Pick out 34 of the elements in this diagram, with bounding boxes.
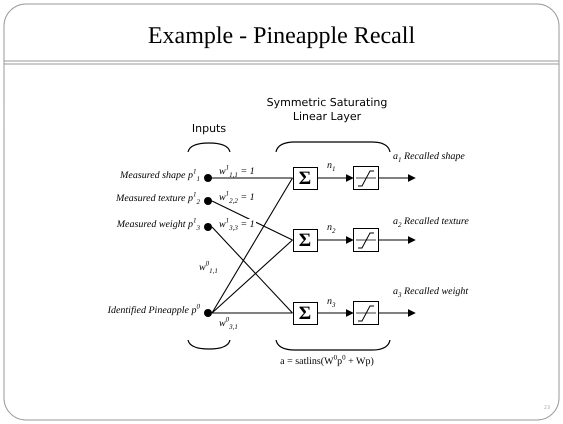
connector-line [212, 312, 292, 314]
input-label: Identified Pineapple p$^{0}$ [108, 305, 200, 317]
edge-label: w$^{1}$$_{1,1}$ = 1 [218, 166, 256, 177]
summation-box: Σ [292, 166, 318, 190]
formula: a = satlins(W$^{0}$p$^{0}$ + Wp) [279, 355, 375, 368]
edge-label: n$_{1}$ [326, 160, 336, 171]
transfer-function-box [353, 166, 379, 190]
input-dot [204, 309, 212, 317]
input-dot [204, 223, 212, 231]
input-dot [204, 174, 212, 182]
group-label: Inputs [190, 122, 228, 136]
input-dot [204, 197, 212, 205]
connector-line [212, 178, 293, 314]
connector-line [212, 200, 293, 240]
arrow [318, 174, 354, 182]
connector-line [212, 177, 292, 179]
edge-label: n$_{3}$ [326, 296, 336, 307]
arrow [318, 236, 354, 244]
transfer-function-box [353, 301, 379, 325]
arrow [379, 236, 416, 244]
summation-box: Σ [292, 228, 318, 252]
edge-label: w$^{1}$$_{2,2}$ = 1 [218, 192, 256, 203]
edge-label: a$_{3}$ Recalled weight [392, 286, 470, 297]
summation-box: Σ [292, 302, 318, 324]
group-label: Symmetric Saturating Linear Layer [266, 96, 388, 124]
transfer-function-box [353, 228, 379, 252]
title: Example - Pineapple Recall [146, 22, 416, 50]
arrow [318, 309, 354, 317]
arrow [379, 309, 416, 317]
edge-label: n$_{2}$ [326, 222, 336, 233]
arrow [379, 174, 416, 182]
edge-label: a$_{1}$ Recalled shape [392, 151, 466, 162]
edge-label: a$_{2}$ Recalled texture [392, 216, 470, 227]
edge-label: w$^{1}$$_{3,3}$ = 1 [218, 219, 256, 230]
